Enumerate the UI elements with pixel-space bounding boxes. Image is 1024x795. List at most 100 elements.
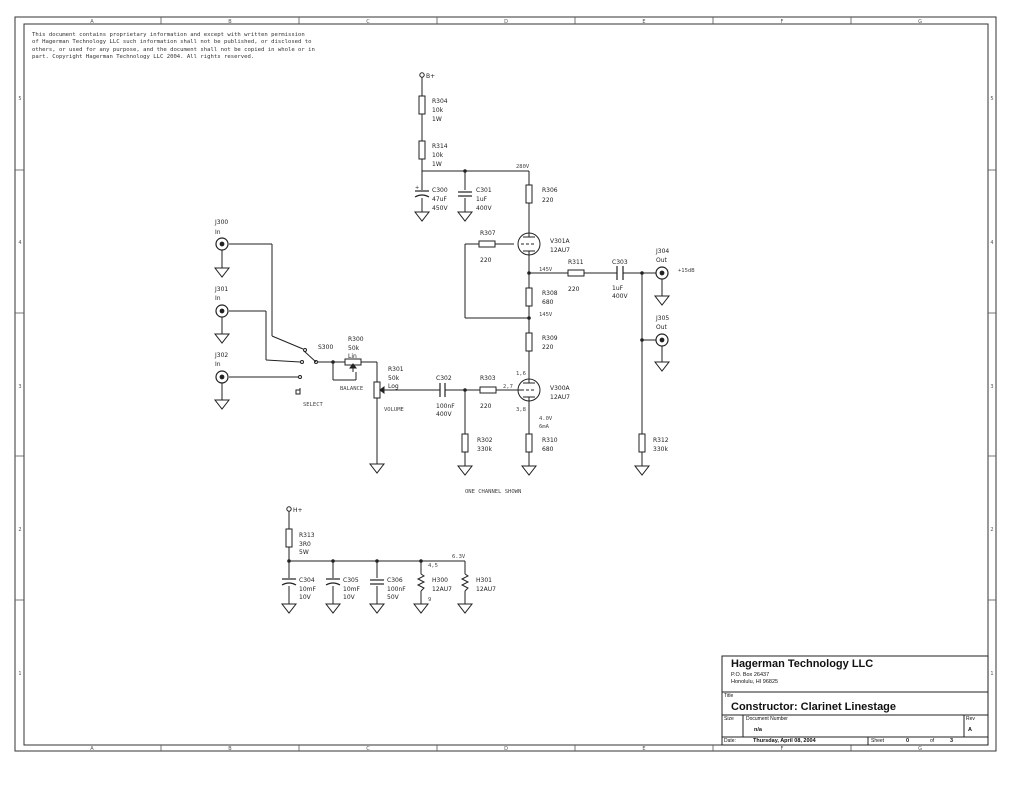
- val-j305: Out: [656, 324, 668, 331]
- resistor-r304: [418, 95, 426, 115]
- wires: [221, 77, 656, 604]
- val-r310: 680: [542, 446, 554, 453]
- ref-r308: R308: [542, 290, 558, 297]
- ref-c303: C303: [612, 259, 628, 266]
- document-date: Thursday, April 08, 2004: [753, 738, 816, 744]
- tube-v300a: [517, 378, 541, 402]
- val-c303: 1uF: [612, 285, 624, 292]
- zone-col-g-bottom: G: [918, 746, 922, 752]
- zone-col-c-top: C: [366, 19, 370, 25]
- svg-text:+: +: [415, 185, 419, 191]
- heater-h301: [460, 573, 470, 592]
- val-r313: 3R0: [299, 541, 311, 548]
- ref-j302: J302: [214, 352, 228, 359]
- ref-r314: R314: [432, 143, 448, 150]
- zone-col-a-bottom: A: [90, 746, 94, 752]
- caption-one-channel: ONE CHANNEL SHOWN: [465, 489, 521, 495]
- company-address-1: P.O. Box 26437: [731, 672, 770, 678]
- inner-border: [23, 23, 989, 746]
- jack-j305: [655, 333, 669, 347]
- ref-r306: R306: [542, 187, 558, 194]
- zone-row-4-left: 4: [18, 240, 21, 246]
- val-v300a: 12AU7: [550, 394, 570, 401]
- sheet-number: 0: [906, 738, 910, 744]
- volt-6-3v: 6.3V: [452, 554, 466, 560]
- val-r308: 680: [542, 299, 554, 306]
- volt-280v: 280V: [516, 164, 530, 170]
- val-j301: In: [215, 295, 221, 302]
- val-h300: 12AU7: [432, 586, 452, 593]
- zone-col-a-top: A: [90, 19, 94, 25]
- ground-symbols: [213, 211, 671, 614]
- val-c304: 10mF: [299, 586, 316, 593]
- resistor-r309: [525, 332, 533, 352]
- jack-j301: [215, 304, 229, 318]
- ref-r313: R313: [299, 532, 315, 539]
- pin-4-5: 4,5: [428, 563, 438, 569]
- zone-row-2-right: 2: [990, 527, 993, 533]
- ref-r301: R301: [388, 366, 404, 373]
- ref-c302: C302: [436, 375, 452, 382]
- label-bplus: B+: [426, 73, 435, 80]
- val-r300: 50k: [348, 345, 360, 352]
- zone-row-3-left: 3: [18, 384, 21, 390]
- sheet-label: Sheet: [871, 738, 885, 744]
- val-r304: 10k: [432, 107, 444, 114]
- rev-label: Rev: [966, 716, 975, 722]
- ref-j300: J300: [214, 219, 228, 226]
- ref-j304: J304: [655, 248, 669, 255]
- capacitor-c301: [458, 191, 472, 197]
- zone-col-g-top: G: [918, 19, 922, 25]
- label-select: SELECT: [303, 402, 324, 408]
- of-label: of: [930, 738, 935, 744]
- title-block-frame: [721, 655, 989, 746]
- val-r307: 220: [480, 257, 492, 264]
- zone-col-e-bottom: E: [642, 746, 645, 752]
- title-label: Title: [724, 693, 734, 699]
- zone-row-5-right: 5: [990, 96, 993, 102]
- jack-j300: [215, 237, 229, 251]
- pot-wipers: [349, 363, 388, 394]
- capacitor-c304: [281, 578, 297, 586]
- date-label: Date:: [724, 738, 736, 744]
- document-number: n/a: [754, 727, 762, 733]
- potentiometer-r301: [373, 381, 381, 399]
- pin-3-8: 3,8: [516, 407, 526, 413]
- val-j304: Out: [656, 257, 668, 264]
- val-c301: 1uF: [476, 196, 488, 203]
- ref-v300a: V300A: [550, 385, 571, 392]
- volt-145v-anode: 145V: [539, 267, 553, 273]
- zone-col-b-top: B: [228, 19, 232, 25]
- jack-j304: [655, 266, 669, 280]
- val-j302: In: [215, 361, 221, 368]
- zone-row-4-right: 4: [990, 240, 993, 246]
- zone-col-b-bottom: B: [228, 746, 232, 752]
- supply-hplus-terminal: [286, 506, 292, 512]
- capacitor-c305: [325, 578, 341, 586]
- resistor-r314: [418, 140, 426, 160]
- capacitor-c300: +: [414, 185, 430, 198]
- label-volume: VOLUME: [384, 407, 404, 413]
- val2-r304: 1W: [432, 116, 442, 123]
- ref-c305: C305: [343, 577, 359, 584]
- val2-c303: 400V: [612, 293, 628, 300]
- capacitor-c303: [616, 266, 624, 280]
- ref-c301: C301: [476, 187, 492, 194]
- zone-row-5-left: 5: [18, 96, 21, 102]
- junction-dots: [287, 169, 644, 563]
- capacitor-c302: [439, 383, 446, 397]
- selector-switch-s300: [295, 348, 318, 395]
- zone-labels: A B C D E F G A B C D E F G 5 4 3 2 1 5 …: [18, 19, 993, 752]
- ref-c306: C306: [387, 577, 403, 584]
- ref-h301: H301: [476, 577, 492, 584]
- company-address-2: Honolulu, HI 96825: [731, 679, 779, 685]
- jack-j302: [215, 370, 229, 384]
- resistor-r313: [285, 528, 293, 548]
- document-number-label: Document Number: [746, 716, 788, 722]
- val-r301: 50k: [388, 375, 400, 382]
- val-c300: 47uF: [432, 196, 447, 203]
- val-v301a: 12AU7: [550, 247, 570, 254]
- ref-r311: R311: [568, 259, 584, 266]
